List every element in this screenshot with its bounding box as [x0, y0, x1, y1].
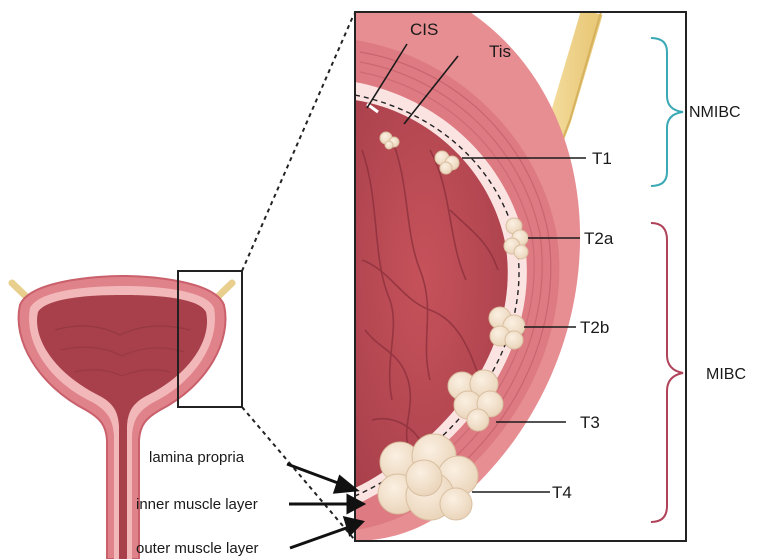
- label-t4: T4: [552, 483, 572, 502]
- label-t2b: T2b: [580, 318, 609, 337]
- bladder-overview: [12, 271, 242, 559]
- label-outer-muscle-layer: outer muscle layer: [136, 540, 259, 557]
- label-nmibc: NMIBC: [689, 104, 741, 121]
- zoom-connector-top: [242, 14, 354, 271]
- label-t3: T3: [580, 413, 600, 432]
- label-inner-muscle-layer: inner muscle layer: [136, 496, 258, 513]
- arrow-outer-muscle: [290, 526, 352, 548]
- label-t1: T1: [592, 149, 612, 168]
- label-t2a: T2a: [584, 229, 614, 248]
- label-tis: Tis: [489, 42, 511, 61]
- zoom-connector-bottom: [242, 407, 354, 539]
- label-cis: CIS: [410, 20, 438, 39]
- label-mibc: MIBC: [706, 366, 746, 383]
- label-lamina-propria: lamina propria: [149, 449, 245, 466]
